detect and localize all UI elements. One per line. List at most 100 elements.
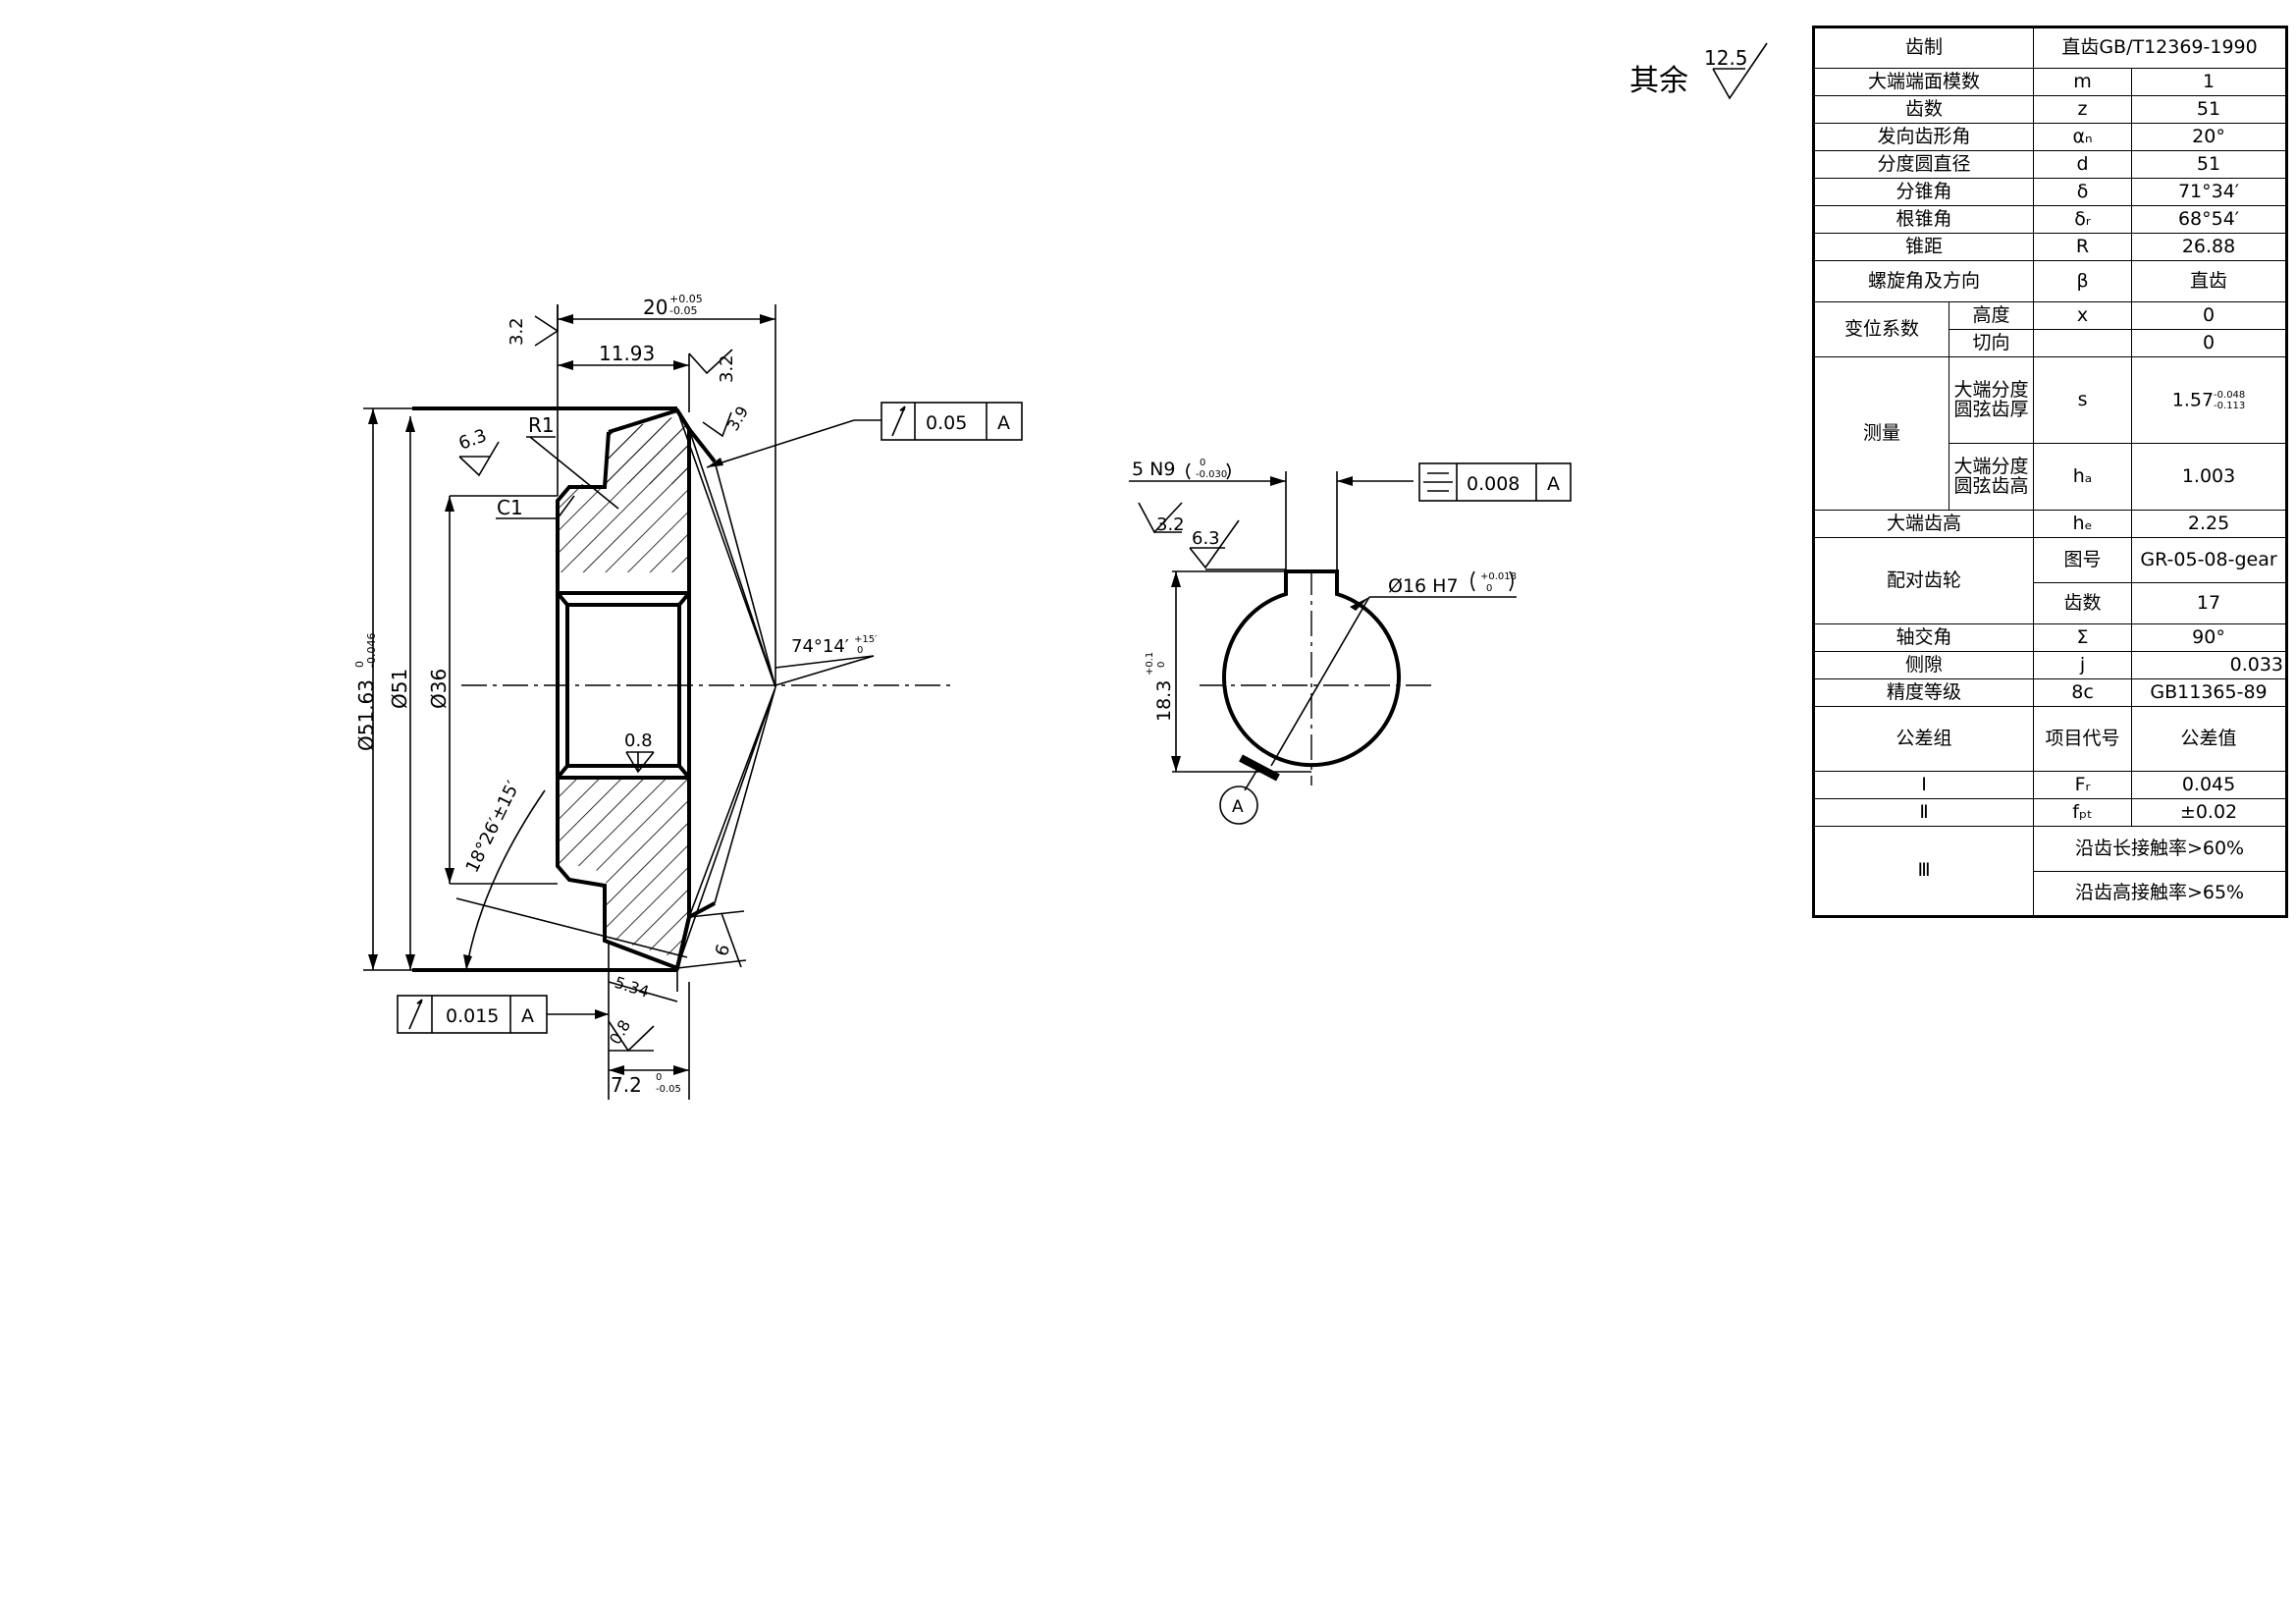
leader-fillet (529, 436, 619, 510)
roughness-symbol-icon (1712, 42, 1768, 100)
spec-row-pitch-dia: 分度圆直径 d 51 (1812, 150, 2288, 179)
dim-tip-dia-tol-upper: 0 (353, 661, 366, 668)
key-width-tol-upper: 0 (1200, 458, 1205, 468)
spec-row-module: 大端端面模数 m 1 (1812, 68, 2288, 96)
section-hatch-lower-back (607, 884, 689, 958)
spec-row-tolerance-2: Ⅱ fₚₜ ±0.02 (1812, 798, 2288, 827)
spec-row-root-cone: 根锥角 δᵣ 68°54′ (1812, 205, 2288, 234)
roughness-symbol-icon (702, 411, 732, 438)
dim-face-angle: 74°14′ (791, 636, 849, 657)
dim-line-tooth-width (721, 912, 742, 968)
roughness-symbol-icon (1189, 519, 1240, 569)
datum-label: A (1232, 797, 1244, 817)
dim-hub-width: 11.93 (599, 342, 655, 365)
roughness-symbol-icon (1138, 502, 1183, 534)
section-hatch-upper-core (558, 484, 689, 572)
dim-bore-step-dia: Ø36 (427, 669, 451, 709)
roughness-symbol-icon (458, 441, 500, 477)
datum-triangle-mark (1239, 754, 1280, 782)
general-roughness-note: 其余 12.5 (1629, 42, 1768, 100)
spec-row-backlash: 侧隙 j 0.033 (1812, 651, 2288, 679)
spec-row-pressure-angle: 发向齿形角 αₙ 20° (1812, 123, 2288, 151)
datum-circle (1219, 785, 1258, 825)
dim-overall-width: 20 (643, 296, 667, 319)
leader-bore-dia (1270, 596, 1370, 767)
spec-row-accuracy: 精度等级 8c GB11365-89 (1812, 678, 2288, 707)
gear-spec-table: 齿制 直齿GB/T12369-1990 大端端面模数 m 1 齿数 z 51 发… (1812, 26, 2289, 918)
runout-arrow-icon (408, 999, 423, 1030)
spec-label: 齿制 (1812, 27, 2035, 69)
fillet-label: R1 (528, 413, 555, 437)
symmetry-frame: 0.008 A (1418, 462, 1572, 502)
symmetry-datum: A (1547, 473, 1560, 495)
section-hatch-lower-core (560, 779, 689, 884)
symmetry-icon (1423, 472, 1453, 492)
spec-row-cone-distance: 锥距 R 26.88 (1812, 233, 2288, 261)
key-depth-tol-upper: +0.1 (1145, 652, 1155, 676)
roughness-symbol-icon (534, 304, 559, 347)
spec-row-spiral: 螺旋角及方向 β 直齿 (1812, 260, 2288, 302)
bore-tol-lower: 0 (1486, 583, 1492, 594)
dim-5-34: 5.34 (613, 973, 652, 1001)
dim-face-angle-tol-lower: 0 (857, 645, 863, 656)
key-depth-tol-lower: 0 (1156, 662, 1167, 668)
bore-tol-upper: +0.018 (1480, 571, 1517, 582)
roughness-face-2: 3.2 (717, 354, 737, 383)
dim-overall-width-tol-lower: -0.05 (669, 304, 697, 317)
spec-row-tolerance-3-length: Ⅲ 沿齿长接触率>60% (1812, 826, 2288, 917)
runout-frame-bottom: 0.015 A (397, 995, 609, 1034)
roughness-symbol-icon (608, 1020, 655, 1053)
runout-arrow-icon (891, 406, 906, 437)
key-width: 5 N9 (1132, 459, 1175, 480)
dim-bottom: 7.2 (611, 1073, 642, 1097)
runout-bottom-datum: A (521, 1005, 534, 1027)
roughness-bore: 0.8 (624, 731, 653, 751)
chamfer-label: C1 (497, 496, 523, 519)
spec-row-tolerance-3-height: 沿齿高接触率>65% (1814, 871, 2288, 917)
dim-bottom-tol-lower: -0.05 (656, 1084, 681, 1095)
spec-row-whole-depth: 大端齿高 hₑ 2.25 (1812, 510, 2288, 538)
runout-top-value: 0.05 (926, 412, 967, 434)
gear-section-view: Ø51.63 0 -0.046 Ø51 Ø36 20 +0.05 -0.05 1… (353, 293, 1023, 1100)
roughness-tooth: 3.9 (723, 403, 752, 434)
arc-back-angle (465, 789, 546, 971)
dim-overall-width-tol-upper: +0.05 (669, 293, 703, 305)
bore-with-keyway-outline (1222, 569, 1401, 768)
spec-row-pitch-cone: 分锥角 δ 71°34′ (1812, 178, 2288, 206)
general-roughness-value: 12.5 (1704, 46, 1748, 70)
general-roughness-label: 其余 (1629, 64, 1688, 98)
dim-back-angle: 18°26′±15′ (462, 778, 524, 876)
roughness-symbol-icon (625, 751, 655, 774)
leader-face-angle (774, 655, 875, 686)
dim-pitch-dia: Ø51 (388, 669, 411, 709)
symmetry-value: 0.008 (1467, 473, 1520, 495)
bore-dia: Ø16 H7 (1388, 575, 1459, 597)
roughness-key-1: 3.2 (1156, 514, 1185, 535)
spec-row-shaft-angle: 轴交角 Σ 90° (1812, 623, 2288, 652)
spec-row-tolerance-1: Ⅰ Fᵣ 0.045 (1812, 771, 2288, 799)
dim-bottom-tol-upper: 0 (656, 1072, 662, 1083)
runout-top-datum: A (997, 412, 1010, 434)
key-width-tol-lower: -0.030 (1196, 469, 1227, 480)
roughness-symbol-icon (688, 349, 733, 375)
runout-bottom-value: 0.015 (446, 1005, 499, 1027)
spec-row-teeth: 齿数 z 51 (1812, 95, 2288, 124)
spec-row-shift-height: 变位系数 高度 x 0 (1813, 301, 2288, 357)
spec-row-mate-drawing: 配对齿轮 图号 GR-05-08-gear (1812, 537, 2288, 624)
roughness-back: 6.3 (456, 425, 490, 455)
spec-row-header: 齿制 直齿GB/T12369-1990 (1812, 27, 2288, 69)
key-depth: 18.3 (1153, 680, 1175, 722)
roughness-key-2: 6.3 (1192, 528, 1220, 549)
runout-frame-top: 0.05 A (706, 402, 1023, 468)
spec-value: 直齿GB/T12369-1990 (2033, 27, 2288, 69)
keyway-view: 5 N9 0 -0.030 3.2 6.3 0.008 A Ø16 H7 +0.… (1129, 458, 1572, 825)
spec-row-measure-thickness: 测量 大端分度圆弦齿厚 s 1.57-0.048-0.113 (1813, 356, 2288, 511)
dim-tip-dia: Ø51.63 (354, 679, 378, 751)
dim-face-angle-tol-upper: +15′ (854, 634, 878, 645)
dim-tooth-width: 6 (712, 942, 735, 958)
spec-row-tolerance-header: 公差组 项目代号 公差值 (1812, 706, 2288, 772)
roughness-face-1: 3.2 (507, 317, 527, 346)
dim-tip-dia-tol-lower: -0.046 (365, 633, 378, 668)
cone-construction-lines (676, 409, 776, 969)
